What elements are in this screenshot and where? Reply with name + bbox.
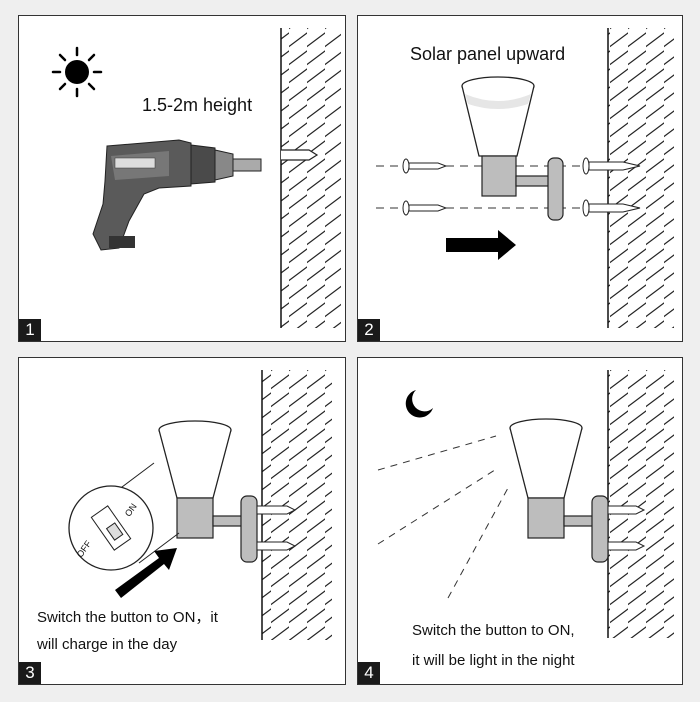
solar-lamp-icon [509, 418, 609, 563]
step-3-illustration [68, 370, 332, 640]
step-1-illustration [51, 28, 341, 328]
screw-icon [607, 505, 646, 551]
wall-hatching [262, 370, 332, 640]
step-1-panel: 1.5-2m height 1 [18, 15, 346, 342]
power-switch-detail [68, 485, 154, 571]
light-rays [377, 435, 509, 599]
solar-lamp-icon [461, 76, 564, 221]
zoom-line [138, 532, 180, 564]
step-1-number: 1 [19, 319, 41, 341]
wall-hatching [608, 28, 674, 328]
sun-icon [51, 46, 103, 98]
moon-icon [405, 390, 433, 418]
caption-line-1: Switch the button to ON, [412, 622, 575, 639]
arrow-right-icon [446, 230, 516, 260]
caption-line-1: Switch the button to ON，it [37, 609, 218, 626]
step-2-number: 2 [358, 319, 380, 341]
wall-hatching [281, 28, 341, 328]
caption-line-2: it will be light in the night [412, 652, 575, 669]
wall-anchor-icon [582, 157, 641, 217]
step-3-panel: ON OFF Switch the button to ON，it will c… [18, 357, 346, 685]
wall-hatching [608, 370, 674, 638]
step-4-panel: Switch the button to ON, it will be ligh… [357, 357, 683, 685]
step-2-illustration [376, 28, 674, 328]
step-4-number: 4 [358, 662, 380, 684]
caption-line-2: will charge in the day [37, 636, 178, 653]
screw-icon [256, 505, 297, 551]
solar-panel-label: Solar panel upward [410, 44, 566, 64]
step-4-illustration [377, 370, 674, 638]
step-3-number: 3 [19, 662, 41, 684]
arrow-up-right-icon [115, 548, 177, 598]
step-2-panel: Solar panel upward 2 [357, 15, 683, 342]
height-label: 1.5-2m height [142, 95, 253, 115]
drill-hole [281, 149, 319, 161]
screw-icon [402, 158, 448, 216]
solar-lamp-icon [158, 420, 258, 563]
drill-icon [92, 139, 262, 251]
